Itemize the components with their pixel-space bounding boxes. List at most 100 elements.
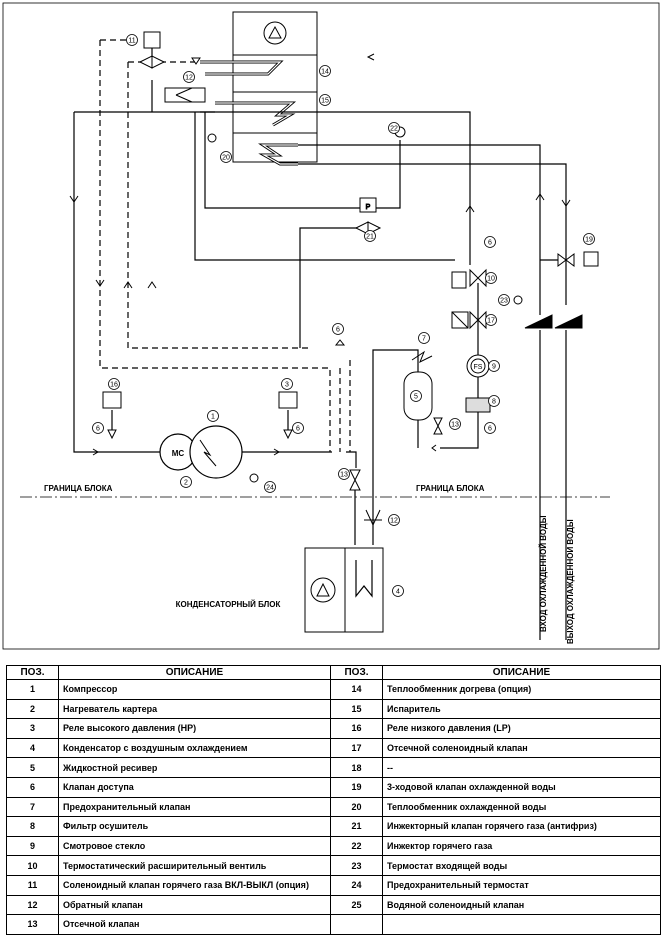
legend-desc: -- — [382, 757, 661, 778]
refrigeration-schematic: МС P FS — [2, 2, 660, 650]
callout-circle — [338, 468, 350, 480]
legend-pos: 12 — [6, 894, 59, 916]
water-strainer-in — [524, 314, 553, 329]
callout-number: 6 — [488, 239, 492, 246]
hp-switch-3 — [278, 391, 298, 409]
legend-desc: Предохранительный клапан — [58, 796, 331, 818]
header-pos-right: ПОЗ. — [330, 665, 383, 680]
header-desc-right: ОПИСАНИЕ — [382, 665, 661, 680]
callout-circle — [449, 418, 461, 430]
callout-number: 22 — [390, 125, 398, 132]
legend-desc: Инжектор горячего газа — [382, 835, 661, 857]
dashed-lines — [99, 39, 351, 452]
callout-circle — [92, 422, 104, 434]
legend-pos: 5 — [6, 757, 59, 778]
legend-pos — [330, 914, 383, 935]
legend-pos: 9 — [6, 835, 59, 857]
legend-pos: 18 — [330, 757, 383, 778]
expansion-valve-10 — [451, 268, 487, 289]
thermostat-23 — [513, 295, 523, 305]
unit-boundary-left: ГРАНИЦА БЛОКА — [44, 484, 113, 493]
water-strainer-out — [554, 314, 583, 329]
hot-gas-solenoid-11 — [138, 31, 166, 69]
callout-circle — [108, 378, 120, 390]
legend-pos: 24 — [330, 874, 383, 896]
callout-circle — [410, 390, 422, 402]
legend-desc: Смотровое стекло — [58, 835, 331, 857]
callout-number: 20 — [222, 154, 230, 161]
callout-circle — [220, 151, 232, 163]
callout-number: 5 — [414, 393, 418, 400]
callout-circle — [418, 332, 430, 344]
callout-circle — [319, 65, 331, 77]
legend-pos: 8 — [6, 816, 59, 837]
callout-number: 3 — [285, 381, 289, 388]
callout-circle — [319, 94, 331, 106]
callout-circle — [332, 323, 344, 335]
callout-number: 6 — [296, 425, 300, 432]
svg-text:P: P — [366, 204, 371, 211]
callout-number: 13 — [451, 421, 459, 428]
check-valve-12 — [164, 87, 206, 103]
water-in-label: ВХОД ОХЛАЖДЕННОЙ ВОДЫ — [539, 515, 548, 632]
legend-pos: 4 — [6, 737, 59, 759]
callout-number: 11 — [128, 37, 135, 44]
legend-desc — [382, 914, 661, 935]
thermostat-24 — [249, 473, 259, 483]
legend-pos: 23 — [330, 855, 383, 876]
legend-pos: 7 — [6, 796, 59, 818]
callout-circle — [388, 122, 400, 134]
callout-number: 21 — [366, 233, 374, 240]
legend-pos: 3 — [6, 718, 59, 739]
legend-desc: 3-ходовой клапан охлажденной воды — [382, 776, 661, 798]
callout-number: 19 — [585, 236, 593, 243]
legend-pos: 15 — [330, 698, 383, 720]
three-way-valve-19 — [557, 251, 599, 267]
callout-number: 15 — [321, 97, 329, 104]
legend-desc: Отсечной клапан — [58, 914, 331, 935]
legend-pos: 10 — [6, 855, 59, 876]
callout-circle — [126, 34, 138, 46]
legend-pos: 16 — [330, 718, 383, 739]
legend-pos: 20 — [330, 796, 383, 818]
callout-circle — [292, 422, 304, 434]
callout-circle — [485, 272, 497, 284]
legend-desc: Термостат входящей воды — [382, 855, 661, 876]
hot-gas-injector-valve-21: P — [354, 197, 382, 235]
safety-valve-7 — [411, 350, 433, 364]
callout-circle — [183, 71, 195, 83]
callout-circle — [388, 514, 400, 526]
legend-desc: Компрессор — [58, 679, 331, 700]
legend-pos: 21 — [330, 816, 383, 837]
check-valve-12b — [364, 509, 382, 527]
legend-desc: Отсечной соленоидный клапан — [382, 737, 661, 759]
callout-circle — [281, 378, 293, 390]
legend-desc: Клапан доступа — [58, 776, 331, 798]
legend-desc: Фильтр осушитель — [58, 816, 331, 837]
water-out-label: ВЫХОД ОХЛАЖДЕННОЙ ВОДЫ — [566, 519, 575, 644]
legend-pos: 2 — [6, 698, 59, 720]
callout-number: 6 — [336, 326, 340, 333]
callout-circle — [583, 233, 595, 245]
callout-circle — [484, 236, 496, 248]
legend-desc: Соленоидный клапан горячего газа ВКЛ-ВЫК… — [58, 874, 331, 896]
shutoff-valve-13b — [433, 417, 443, 435]
callout-number: 23 — [500, 297, 508, 304]
legend-pos: 13 — [6, 914, 59, 935]
legend-desc: Реле высокого давления (HP) — [58, 718, 331, 739]
callout-circle — [364, 230, 376, 242]
callout-circle — [180, 476, 192, 488]
callout-number: 10 — [487, 275, 495, 282]
legend-pos: 25 — [330, 894, 383, 916]
callout-circle — [207, 410, 219, 422]
callout-number: 1 — [211, 413, 215, 420]
legend-header-row: ПОЗ. ОПИСАНИЕ ПОЗ. ОПИСАНИЕ — [6, 665, 661, 680]
legend-desc: Предохранительный термостат — [382, 874, 661, 896]
legend-desc: Теплообменник догрева (опция) — [382, 679, 661, 700]
callout-circle — [264, 481, 276, 493]
